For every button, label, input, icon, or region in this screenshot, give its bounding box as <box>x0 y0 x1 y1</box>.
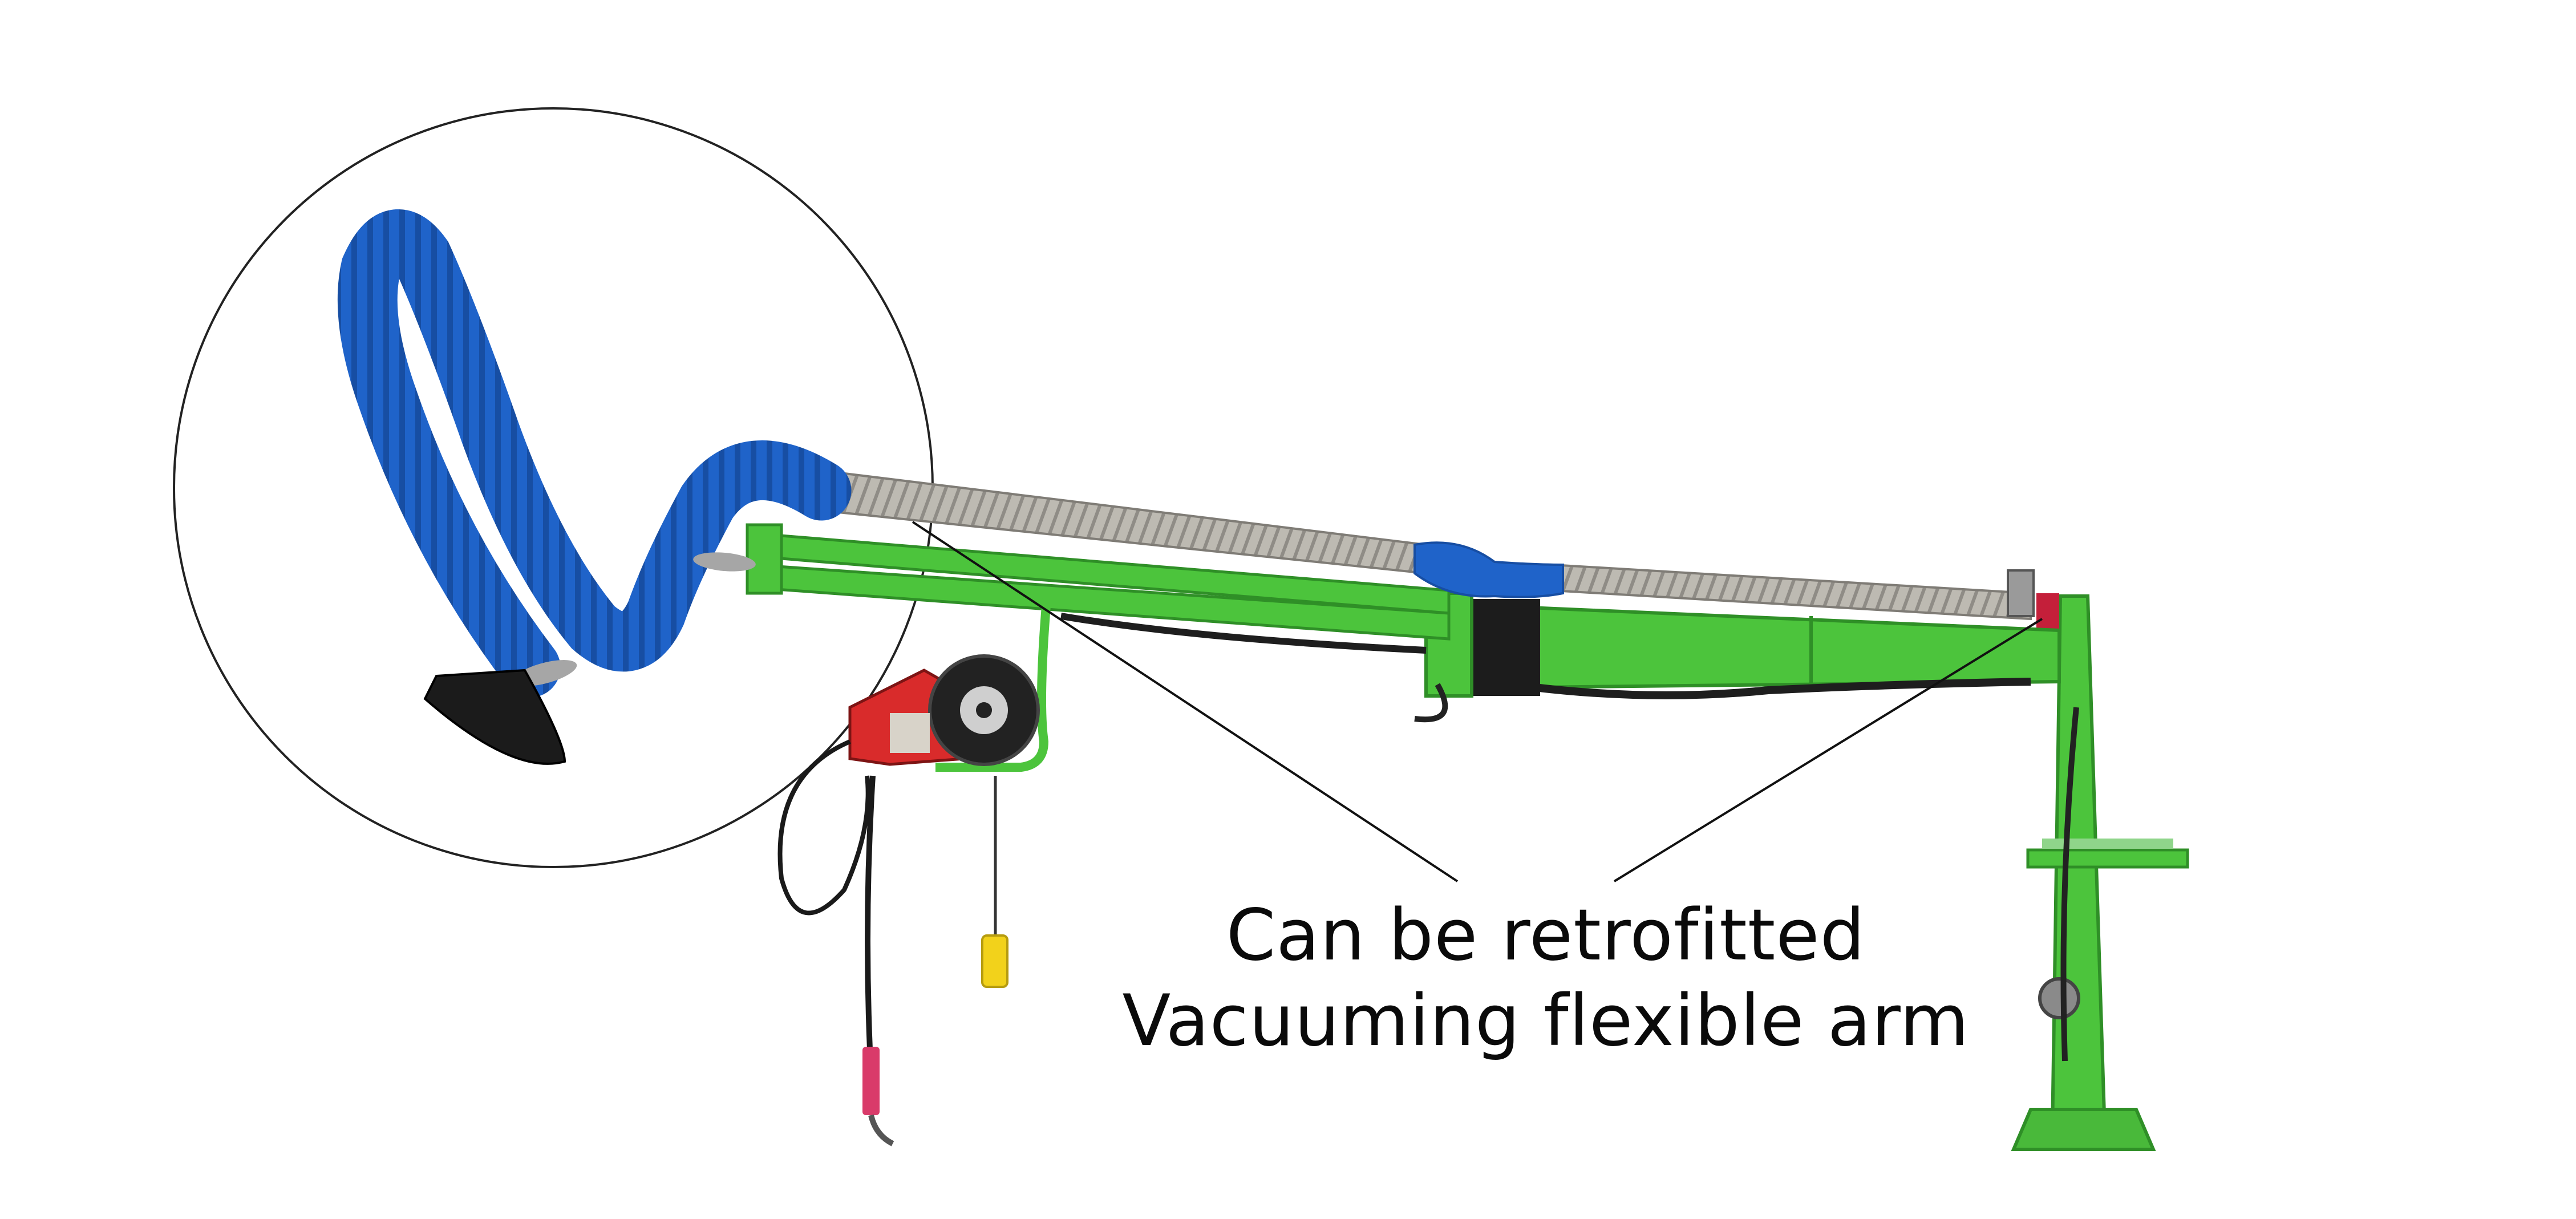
cables <box>777 739 997 1050</box>
caption: Can be retrofitted Vacuuming flexible ar… <box>970 893 2122 1064</box>
support-column <box>2011 593 2189 1151</box>
wire-feeder <box>848 654 1040 766</box>
welding-torch <box>862 1047 894 1147</box>
pointer-line-right <box>1613 618 2043 882</box>
beam-right <box>1527 605 2061 699</box>
caption-line-2: Vacuuming flexible arm <box>1122 980 1970 1062</box>
flexible-hose <box>337 209 852 698</box>
control-pendant <box>981 934 1008 988</box>
caption-line-1: Can be retrofitted <box>1226 894 1866 977</box>
joint-box <box>1414 592 1540 723</box>
extraction-hood <box>423 669 566 765</box>
feeder-hanger <box>935 598 1051 772</box>
beam-left <box>746 523 1451 654</box>
pointer-line-left <box>912 521 1459 882</box>
